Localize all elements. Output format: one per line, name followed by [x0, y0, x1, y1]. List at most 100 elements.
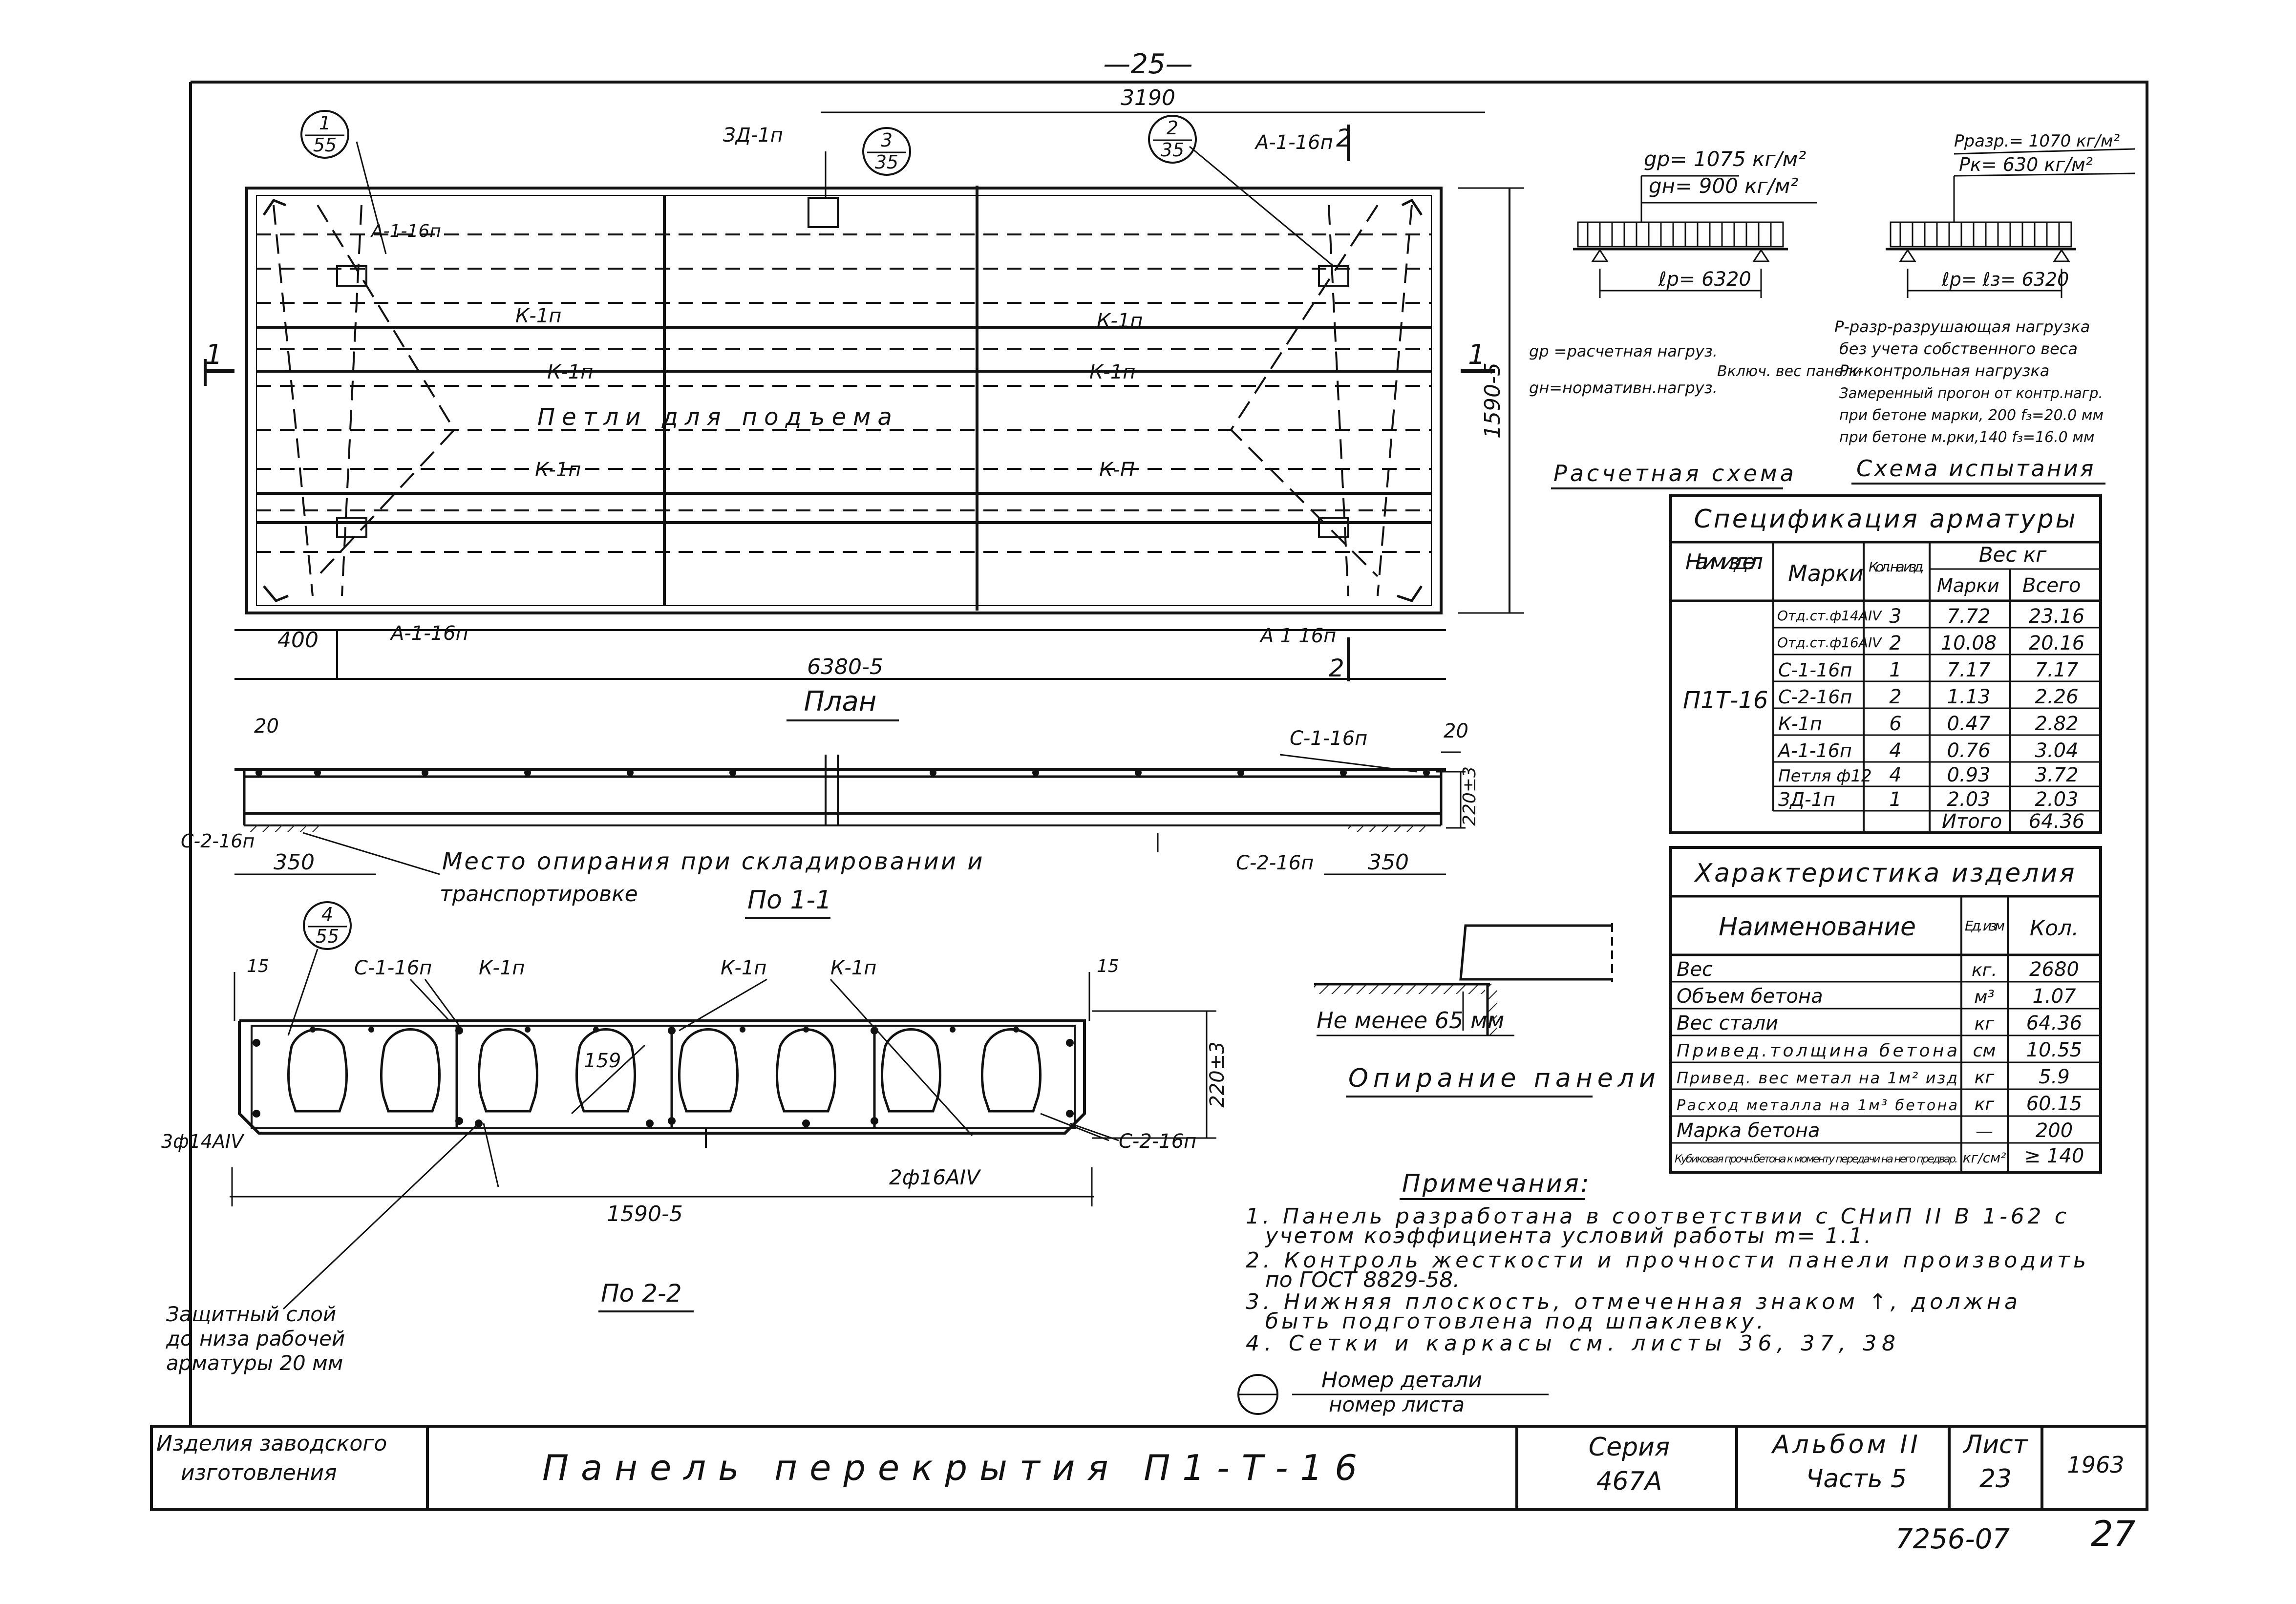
- spec-row: Отд.ст.ф14АIV 3 7.72 23.16: [1777, 605, 2084, 628]
- legend-gn: gн=нормативн.нагруз.: [1529, 379, 1718, 397]
- legend-bottom: номер листа: [1329, 1393, 1465, 1416]
- spec-total-value: 64.36: [2029, 810, 2085, 833]
- spec-title: Спецификация арматуры: [1694, 505, 2077, 534]
- support-note: Не менее 65 мм: [1317, 1007, 1504, 1034]
- void: [477, 1028, 539, 1113]
- svg-text:2.03: 2.03: [1947, 788, 1990, 811]
- notes-title: Примечания:: [1402, 1169, 1591, 1198]
- label-c1: С-1-16п: [1290, 727, 1367, 750]
- svg-text:Петля ф12: Петля ф12: [1778, 766, 1872, 786]
- svg-text:2: 2: [1167, 117, 1178, 139]
- detail-callout-2: 2 35: [1148, 115, 1197, 164]
- char-row: Расход металла на 1м³ бетона кг 60.15: [1677, 1093, 2082, 1115]
- support-labels: Не менее 65 мм Опирание панели: [1317, 1007, 1660, 1097]
- svg-text:3: 3: [1889, 605, 1901, 628]
- label-zd: ЗД-1п: [723, 124, 783, 147]
- note-line: по ГОСТ 8829-58.: [1265, 1267, 1460, 1292]
- svg-text:23.16: 23.16: [2029, 605, 2085, 628]
- char-table: [1669, 846, 2102, 1174]
- loops-text: Петли для подъема: [537, 403, 899, 431]
- svg-text:10.55: 10.55: [2026, 1039, 2083, 1061]
- char-row: Объем бетона м³ 1.07: [1677, 985, 2076, 1008]
- section-1-caption: По 1-1: [747, 886, 831, 915]
- char-row: Привед.толщина бетона см 10.55: [1677, 1039, 2082, 1061]
- spec-row: А-1-16п 4 0.76 3.04: [1777, 739, 2079, 762]
- label-k1: К-1п: [721, 957, 766, 979]
- k-label: К-1п: [1089, 361, 1135, 383]
- svg-text:0.47: 0.47: [1947, 713, 1991, 735]
- section-mark-2-top: 2: [1336, 124, 1352, 152]
- gn-value: gн= 900 кг/м²: [1649, 174, 1798, 198]
- spec-product: П1Т-16: [1683, 687, 1768, 714]
- svg-text:Вес стали: Вес стали: [1677, 1012, 1778, 1034]
- svg-text:6: 6: [1889, 713, 1901, 735]
- spec-header-mark: Марки: [1788, 560, 1864, 587]
- legend-top: Номер детали: [1321, 1368, 1482, 1393]
- svg-text:А-1-16п: А-1-16п: [1777, 740, 1852, 761]
- album: Альбом II: [1771, 1430, 1921, 1459]
- archive-number: 7256-07: [1895, 1523, 2010, 1555]
- p-break: Рразр.= 1070 кг/м²: [1954, 131, 2120, 151]
- svg-text:кг: кг: [1975, 1014, 1995, 1034]
- svg-text:1.13: 1.13: [1947, 686, 1990, 708]
- title-block: [151, 1425, 2147, 1509]
- label-k1: К-1п: [479, 957, 525, 979]
- section-mark-1-right: 1: [1468, 339, 1486, 371]
- legend-brace: Включ. вес панели: [1717, 363, 1862, 380]
- dim-15-left: 15: [247, 956, 269, 976]
- svg-text:7.17: 7.17: [2035, 659, 2079, 681]
- label-c1: С-1-16п: [354, 957, 432, 979]
- svg-text:С-1-16п: С-1-16п: [1778, 659, 1852, 681]
- svg-text:Привед.толщина бетона: Привед.толщина бетона: [1677, 1041, 1957, 1061]
- section-mark-2-bottom: 2: [1329, 654, 1344, 682]
- note-line: быть подготовлена под шпаклевку.: [1265, 1309, 1764, 1334]
- spec-row: ЗД-1п 1 2.03 2.03: [1778, 788, 2079, 811]
- svg-text:35: 35: [1161, 139, 1184, 161]
- plan-caption: План: [804, 686, 877, 718]
- label-c2-right: С-2-16п: [1236, 852, 1314, 874]
- svg-text:кг: кг: [1975, 1068, 1995, 1088]
- svg-text:5.9: 5.9: [2039, 1066, 2070, 1088]
- spec-table-text: Спецификация арматуры Наим. издел. Марки…: [1683, 505, 2084, 833]
- spec-row: Петля ф12 4 0.93 3.72: [1778, 764, 2079, 786]
- test-note: при бетоне марки, 200 f₃=20.0 мм: [1839, 407, 2104, 424]
- char-header-qty: Кол.: [2030, 916, 2079, 941]
- test-note: Рк-контрольная нагрузка: [1839, 361, 2049, 380]
- dim-350-right: 350: [1368, 850, 1409, 875]
- svg-text:64.36: 64.36: [2026, 1012, 2083, 1034]
- section-2-width: 1590-5: [607, 1202, 683, 1226]
- plan-dim-top: 3190: [1121, 85, 1175, 110]
- hole-diameter: 159: [584, 1050, 621, 1072]
- label-bars-3: 3ф14АIV: [161, 1131, 245, 1152]
- gp-value: gр= 1075 кг/м²: [1644, 147, 1806, 171]
- maker-line-1: Изделия заводского: [156, 1431, 387, 1456]
- spec-table: [1669, 494, 2102, 834]
- char-row: Вес кг. 2680: [1677, 958, 2079, 981]
- calc-scheme: [1573, 175, 1817, 298]
- year: 1963: [2067, 1452, 2124, 1478]
- k-label: К-1п: [547, 361, 593, 383]
- support-caption: Опирание панели: [1348, 1064, 1660, 1093]
- section-2-2-labels: 15 15 1590-5 220±3 159 С-1-16п К-1п К-1п…: [161, 956, 1229, 1375]
- k-label: К-1п: [515, 305, 561, 327]
- void: [678, 1028, 739, 1113]
- svg-text:60.15: 60.15: [2026, 1093, 2083, 1115]
- spec-header-qty: Кол. на изд.: [1869, 559, 1925, 575]
- spec-header-per-mark: Марки: [1937, 575, 1999, 596]
- plan-dim-length: 6380-5: [807, 654, 883, 679]
- char-header-unit: Ед. изм: [1965, 918, 2005, 934]
- title-block-text: Изделия заводского изготовления Панель п…: [156, 1430, 2136, 1555]
- calc-caption: Расчетная схема: [1553, 460, 1797, 486]
- spec-header-weight: Вес кг: [1979, 543, 2047, 567]
- svg-text:кг/см²: кг/см²: [1963, 1150, 2006, 1166]
- plan-labels: 3190 6380-5 1590-5 400 ЗД-1п А-1-16п А-1…: [205, 85, 1505, 721]
- calc-scheme-labels: gр= 1075 кг/м² gн= 900 кг/м² ℓр= 6320 gр…: [1529, 147, 1862, 489]
- dim-350-left: 350: [274, 850, 315, 875]
- svg-text:2680: 2680: [2029, 958, 2079, 981]
- void: [775, 1028, 837, 1113]
- svg-text:см: см: [1973, 1041, 1996, 1061]
- svg-text:10.08: 10.08: [1941, 632, 1997, 654]
- label-c2-left: С-2-16п: [181, 830, 255, 852]
- section-2-2-voids: [287, 1028, 1042, 1113]
- drawing-title: Панель перекрытия П1-Т-16: [542, 1447, 1373, 1488]
